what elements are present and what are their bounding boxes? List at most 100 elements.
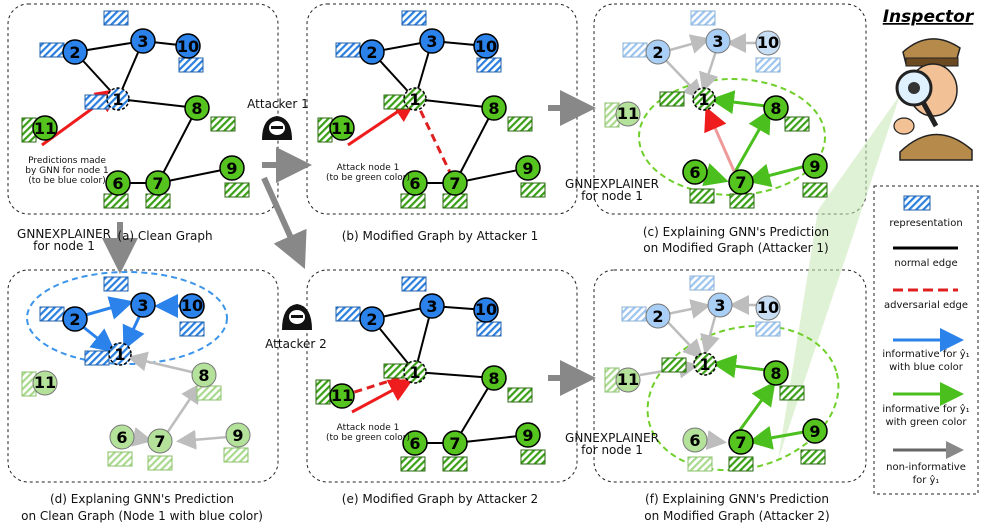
panel-e-node-labels: 2 3 10 1 8 11 6 7 9 [331, 297, 534, 453]
node-11-label: 11 [34, 119, 56, 138]
node-10-label: 10 [177, 37, 199, 56]
node-3-label: 3 [137, 296, 148, 315]
panel-b-border [306, 3, 578, 215]
node-7-label: 7 [735, 173, 746, 192]
node-9-label: 9 [232, 426, 243, 445]
node-11-label: 11 [331, 386, 353, 405]
attacker-2-icon [282, 304, 312, 330]
caption-f-line1: (f) Explaining GNN's Prediction [645, 492, 829, 506]
transition-arrows [102, 90, 596, 396]
attacker-1-label: Attacker 1 [247, 97, 309, 111]
legend-green-line2: with green color [885, 417, 967, 428]
node-8-label: 8 [770, 364, 781, 383]
attack-e-note-line2: (to be green color) [326, 433, 410, 443]
node-3-label: 3 [426, 32, 437, 51]
gnnexplainer-f-line2: for node 1 [581, 443, 643, 457]
node-10-label: 10 [757, 298, 779, 317]
node-6-label: 6 [116, 428, 127, 447]
panel-d-graph [21, 271, 251, 471]
node-6-label: 6 [409, 434, 420, 453]
node-8-label: 8 [488, 99, 499, 118]
attack-b-note-line2: (to be green color) [326, 173, 410, 183]
node-2-label: 2 [69, 310, 80, 329]
panel-d-border [7, 269, 279, 483]
legend-representation-swatch [903, 195, 931, 211]
node-2-label: 2 [652, 43, 663, 62]
attack-e-note-line1: Attack node 1 [337, 423, 400, 433]
inspector-beam [778, 95, 900, 460]
legend-adversarial-edge: adversarial edge [884, 300, 968, 311]
attacker-1-icon [262, 116, 292, 140]
panel-a-graph [21, 10, 250, 209]
node-1-label: 1 [409, 363, 420, 382]
node-10-label: 10 [757, 33, 779, 52]
node-3-label: 3 [137, 32, 148, 51]
node-6-label: 6 [112, 174, 123, 193]
gnnexplainer-c-line1: GNNEXPLAINER [565, 177, 659, 191]
node-7-label: 7 [449, 174, 460, 193]
node-10-label: 10 [181, 296, 203, 315]
node-6-label: 6 [689, 431, 700, 450]
node-10-label: 10 [475, 300, 497, 319]
caption-b: (b) Modified Graph by Attacker 1 [342, 229, 539, 243]
legend-blue-line1: informative for ŷ₁ [882, 348, 969, 360]
node-9-label: 9 [226, 159, 237, 178]
legend-grey-line2: for ŷ₁ [913, 474, 940, 486]
panel-e-graph [315, 276, 546, 472]
caption-f-line2: on Modified Graph (Attacker 2) [644, 509, 829, 523]
node-8-label: 8 [191, 99, 202, 118]
node-3-label: 3 [712, 32, 723, 51]
node-9-label: 9 [522, 159, 533, 178]
node-8-label: 8 [198, 366, 209, 385]
node-1-label: 1 [699, 355, 710, 374]
node-7-label: 7 [152, 174, 163, 193]
node-9-label: 9 [522, 426, 533, 445]
node-9-label: 9 [809, 422, 820, 441]
legend-grey-line1: non-informative [886, 462, 966, 473]
node-8-label: 8 [770, 99, 781, 118]
node-2-label: 2 [652, 307, 663, 326]
caption-a: (a) Clean Graph [117, 229, 212, 243]
node-6-label: 6 [689, 163, 700, 182]
panel-d-node-labels: 2 3 10 1 8 11 6 7 9 [34, 296, 244, 451]
node-1-label: 1 [114, 345, 125, 364]
node-1-label: 1 [409, 90, 420, 109]
panel-e-border [306, 269, 578, 483]
prediction-note-line1: Predictions made [28, 156, 106, 166]
panel-a-border [7, 3, 279, 215]
caption-d-line1: (d) Explaning GNN's Prediction [50, 492, 234, 506]
node-2-label: 2 [366, 43, 377, 62]
node-9-label: 9 [809, 157, 820, 176]
panel-c-graph [604, 10, 828, 209]
panel-f-graph [604, 275, 840, 472]
panel-a-node-labels: 2 3 10 1 8 11 6 7 9 [34, 32, 238, 193]
caption-c-line2: on Modified Graph (Attacker 1) [643, 241, 828, 255]
node-2-label: 2 [366, 310, 377, 329]
node-11-label: 11 [617, 370, 639, 389]
node-8-label: 8 [488, 369, 499, 388]
gnnexplainer-f-line1: GNNEXPLAINER [565, 431, 659, 445]
node-1-label: 1 [112, 90, 123, 109]
caption-c-line1: (c) Explaining GNN's Prediction [643, 225, 829, 239]
gnnexplainer-a-line2: for node 1 [33, 239, 95, 253]
caption-d-line2: on Clean Graph (Node 1 with blue color) [21, 509, 263, 523]
node-11-label: 11 [617, 104, 639, 123]
node-3-label: 3 [426, 297, 437, 316]
legend-blue-line2: with blue color [889, 362, 964, 373]
legend-normal-edge: normal edge [894, 258, 957, 269]
node-10-label: 10 [475, 37, 497, 56]
panel-c-node-labels: 2 3 10 1 8 11 6 7 9 [617, 32, 821, 192]
node-11-label: 11 [331, 119, 353, 138]
node-2-label: 2 [69, 43, 80, 62]
panel-f-border [593, 269, 867, 483]
legend-green-line1: informative for ŷ₁ [882, 403, 969, 415]
prediction-note-line2: by GNN for node 1 [25, 166, 108, 176]
node-7-label: 7 [735, 433, 746, 452]
node-1-label: 1 [698, 90, 709, 109]
inspector-title: Inspector [883, 7, 975, 27]
gnnexplainer-c-line2: for node 1 [581, 189, 643, 203]
node-3-label: 3 [714, 296, 725, 315]
attacker-2-label: Attacker 2 [265, 337, 327, 351]
node-11-label: 11 [34, 373, 56, 392]
